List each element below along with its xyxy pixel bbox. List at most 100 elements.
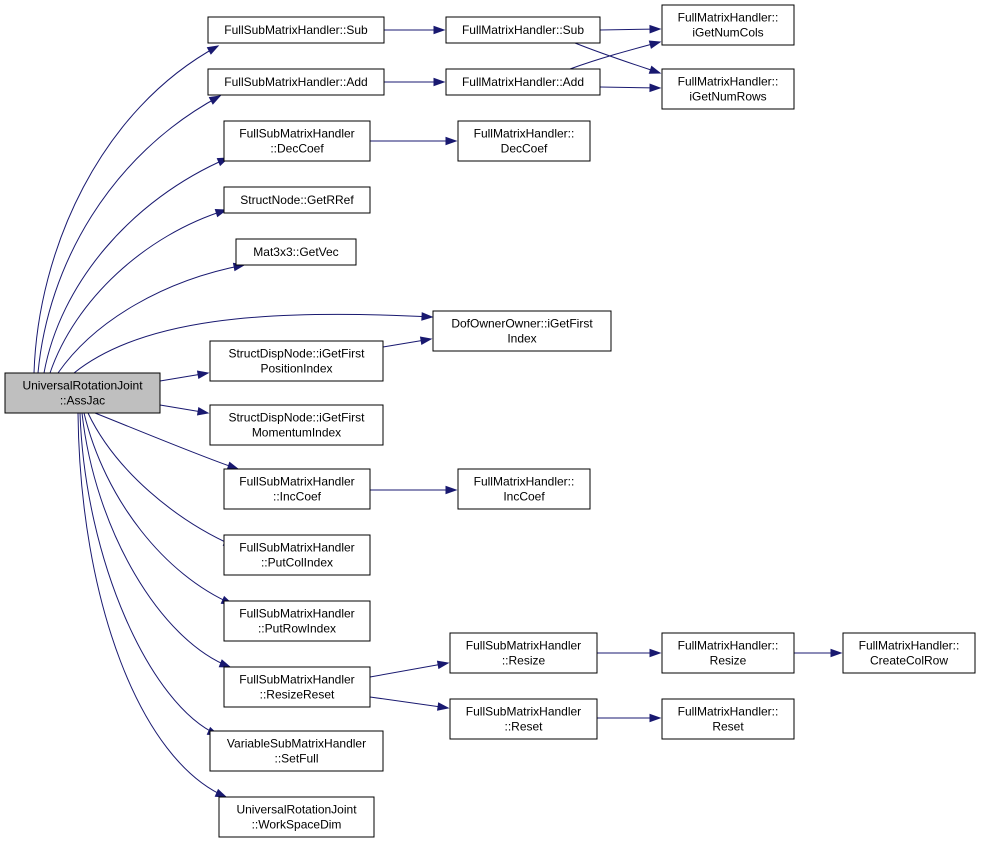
edge-n0-n1 (33, 45, 220, 374)
node-label: ::WorkSpaceDim (252, 818, 342, 832)
arrowhead (437, 702, 450, 711)
node-box[interactable] (445, 68, 601, 96)
node-box[interactable] (661, 698, 795, 740)
edge-n0-n4 (49, 208, 228, 374)
node-box[interactable] (207, 68, 385, 96)
node-box[interactable] (223, 666, 371, 708)
graph-node[interactable]: FullSubMatrixHandler::ResizeReset (223, 666, 371, 708)
graph-node[interactable]: FullMatrixHandler::iGetNumCols (661, 4, 795, 46)
arrowhead (196, 407, 210, 416)
node-box[interactable] (223, 120, 371, 162)
edge-line (87, 412, 235, 547)
edge-n1-n15 (384, 25, 446, 35)
node-box[interactable] (449, 698, 598, 740)
node-box[interactable] (209, 404, 384, 446)
graph-node[interactable]: FullMatrixHandler::IncCoef (457, 468, 591, 510)
edge-line (77, 412, 227, 798)
node-label: Mat3x3::GetVec (253, 245, 338, 259)
node-box[interactable] (218, 796, 375, 838)
node-box[interactable] (4, 372, 161, 414)
graph-node[interactable]: FullMatrixHandler::Add (445, 68, 601, 96)
node-label: FullMatrixHandler::Add (462, 75, 584, 89)
node-box[interactable] (223, 600, 371, 642)
edge-n0-n7 (159, 370, 210, 382)
graph-node[interactable]: FullSubMatrixHandler::IncCoef (223, 468, 371, 510)
graph-node[interactable]: FullSubMatrixHandler::Reset (449, 698, 598, 740)
edge-line (73, 313, 433, 374)
graph-node[interactable]: FullSubMatrixHandler::Add (207, 68, 385, 96)
edge-n21-n23 (597, 648, 662, 658)
graph-node[interactable]: VariableSubMatrixHandler::SetFull (209, 730, 384, 772)
edge-n3-n19 (370, 136, 458, 146)
graph-node[interactable]: FullSubMatrixHandler::Resize (449, 632, 598, 674)
node-label: FullSubMatrixHandler (239, 673, 354, 687)
edge-n0-n2 (37, 95, 222, 374)
node-box[interactable] (207, 16, 385, 44)
node-label: iGetNumCols (692, 26, 763, 40)
node-box[interactable] (661, 632, 795, 674)
arrowhead (433, 25, 446, 35)
edge-n22-n24 (597, 713, 662, 723)
edge-n16-n18 (599, 83, 662, 93)
graph-node[interactable]: FullSubMatrixHandler::DecCoef (223, 120, 371, 162)
node-box[interactable] (449, 632, 598, 674)
node-box[interactable] (209, 730, 384, 772)
node-label: ::Reset (504, 720, 543, 734)
node-label: ::Resize (502, 654, 546, 668)
node-label: Resize (710, 654, 747, 668)
node-label: FullMatrixHandler:: (678, 639, 779, 653)
graph-node[interactable]: UniversalRotationJoint::WorkSpaceDim (218, 796, 375, 838)
node-label: ::SetFull (274, 752, 318, 766)
edge-n23-n25 (794, 648, 843, 658)
graph-node[interactable]: StructNode::GetRRef (223, 186, 371, 214)
node-box[interactable] (842, 632, 976, 674)
arrowhead (421, 312, 434, 321)
arrowhead (226, 461, 240, 470)
edge-line (57, 264, 245, 374)
node-box[interactable] (445, 16, 601, 44)
graph-node[interactable]: Mat3x3::GetVec (235, 238, 357, 266)
node-box[interactable] (223, 534, 371, 576)
node-label: ::PutColIndex (261, 556, 333, 570)
graph-node[interactable]: FullMatrixHandler::Resize (661, 632, 795, 674)
arrowhead (830, 648, 843, 658)
node-box[interactable] (661, 4, 795, 46)
node-box[interactable] (457, 120, 591, 162)
arrowhead (445, 485, 458, 495)
graph-node[interactable]: FullSubMatrixHandler::Sub (207, 16, 385, 44)
edge-line (43, 157, 229, 374)
arrowhead (196, 370, 210, 379)
edge-line (79, 412, 219, 736)
graph-node[interactable]: FullMatrixHandler::Sub (445, 16, 601, 44)
edge-n16-n17 (569, 40, 662, 70)
edge-n0-n8 (159, 404, 210, 416)
edge-line (94, 412, 239, 470)
node-box[interactable] (235, 238, 357, 266)
edge-n9-n20 (370, 485, 458, 495)
graph-node[interactable]: FullSubMatrixHandler::PutColIndex (223, 534, 371, 576)
edge-n7-n6 (382, 336, 433, 348)
node-box[interactable] (457, 468, 591, 510)
graph-node[interactable]: FullMatrixHandler::iGetNumRows (661, 68, 795, 110)
root-node[interactable]: UniversalRotationJoint::AssJac (4, 372, 161, 414)
edge-n0-n14 (77, 412, 228, 798)
node-box[interactable] (209, 340, 384, 382)
node-label: FullSubMatrixHandler (239, 541, 354, 555)
node-box[interactable] (661, 68, 795, 110)
graph-node[interactable]: FullMatrixHandler::Reset (661, 698, 795, 740)
node-box[interactable] (223, 468, 371, 510)
node-label: ::AssJac (60, 394, 105, 408)
node-label: CreateColRow (870, 654, 948, 668)
edge-line (369, 662, 449, 678)
node-box[interactable] (223, 186, 371, 214)
edge-n2-n16 (384, 77, 446, 87)
graph-node[interactable]: FullMatrixHandler::CreateColRow (842, 632, 976, 674)
arrowhead (649, 713, 662, 723)
edge-n12-n22 (369, 696, 450, 711)
graph-node[interactable]: FullSubMatrixHandler::PutRowIndex (223, 600, 371, 642)
node-box[interactable] (432, 310, 612, 352)
graph-node[interactable]: FullMatrixHandler::DecCoef (457, 120, 591, 162)
